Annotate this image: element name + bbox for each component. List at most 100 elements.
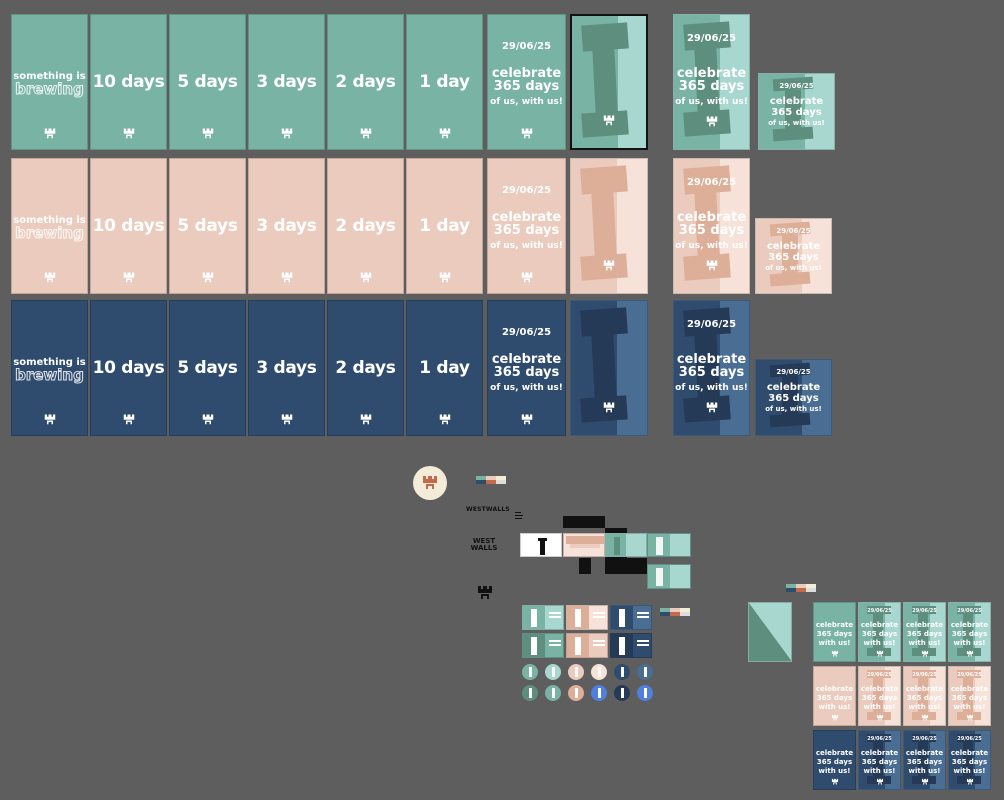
artboard-peach-countdown[interactable]: 3 days bbox=[248, 158, 325, 294]
circle-variant[interactable] bbox=[545, 685, 561, 701]
brewing-line2: brewing bbox=[15, 80, 85, 99]
artboard-teal-countdown[interactable]: 10 days bbox=[90, 14, 167, 150]
banner-thumb[interactable] bbox=[610, 633, 652, 658]
banner-thumb[interactable] bbox=[522, 605, 564, 630]
palette-swatch-mid[interactable] bbox=[660, 608, 690, 619]
palette-swatch-top[interactable] bbox=[476, 476, 506, 487]
artboard-navy-countdown[interactable]: 5 days bbox=[169, 300, 246, 436]
artboard-peach-countdown[interactable]: 1 day bbox=[406, 158, 483, 294]
artboard-peach-countdown[interactable]: 5 days bbox=[169, 158, 246, 294]
banner-peach-pattern[interactable] bbox=[563, 533, 605, 557]
celebrate-line3: with us! bbox=[818, 703, 851, 711]
banner-thumb[interactable] bbox=[566, 605, 608, 630]
artboard-navy-countdown[interactable]: 1 day bbox=[406, 300, 483, 436]
celebrate-line2: 365 days bbox=[861, 758, 898, 766]
celebrate-line2: 365 days bbox=[861, 694, 898, 702]
artboard-peach-big-i[interactable] bbox=[570, 158, 648, 294]
celebrate-line2: 365 days bbox=[816, 694, 853, 702]
celebrate-line2: 365 days bbox=[906, 758, 943, 766]
banner-teal-i-1[interactable] bbox=[605, 533, 647, 557]
circle-variant[interactable] bbox=[522, 664, 538, 680]
celebrate-line1: celebrate bbox=[950, 749, 989, 757]
banner-teal-i-2[interactable] bbox=[647, 533, 691, 557]
artboard-navy-countdown[interactable]: 2 days bbox=[327, 300, 404, 436]
castle-glyph-black[interactable] bbox=[477, 584, 493, 600]
tiny-text-block[interactable] bbox=[515, 512, 525, 522]
artboard-teal-countdown[interactable]: 3 days bbox=[248, 14, 325, 150]
banner-thumb[interactable] bbox=[566, 633, 608, 658]
circle-variant[interactable] bbox=[522, 685, 538, 701]
banner-teal-i-3[interactable] bbox=[647, 564, 691, 589]
artboard-navy-big-i[interactable] bbox=[570, 300, 648, 436]
celebrate-line3: of us, with us! bbox=[490, 241, 563, 251]
artboard-navy-countdown[interactable]: 3 days bbox=[248, 300, 325, 436]
celebrate-line2: 365 days bbox=[861, 630, 898, 638]
mask-shape[interactable] bbox=[563, 516, 605, 528]
artboard-navy-countdown[interactable]: 10 days bbox=[90, 300, 167, 436]
event-date: 29/06/25 bbox=[867, 672, 892, 678]
circle-variant[interactable] bbox=[545, 664, 561, 680]
castle-icon bbox=[43, 127, 57, 139]
wordmark-stack[interactable]: WEST WALLS bbox=[470, 538, 498, 556]
circle-variant[interactable] bbox=[568, 685, 584, 701]
mask-shape[interactable] bbox=[579, 558, 591, 574]
mask-shape[interactable] bbox=[605, 558, 647, 574]
countdown-label: 2 days bbox=[335, 358, 396, 378]
castle-icon bbox=[43, 271, 57, 283]
circle-variant[interactable] bbox=[637, 664, 653, 680]
logo-badge[interactable] bbox=[413, 466, 447, 500]
circle-variant[interactable] bbox=[614, 685, 630, 701]
artboard-teal-big-i[interactable] bbox=[570, 14, 648, 150]
triangle-artboard[interactable] bbox=[748, 602, 792, 662]
celebrate-line3: with us! bbox=[908, 703, 941, 711]
artboard-peach-countdown[interactable]: 10 days bbox=[90, 158, 167, 294]
castle-icon bbox=[438, 127, 452, 139]
castle-icon bbox=[201, 413, 215, 425]
castle-icon bbox=[422, 474, 438, 490]
artboard-teal-countdown[interactable]: 5 days bbox=[169, 14, 246, 150]
castle-icon bbox=[122, 413, 136, 425]
circle-variant[interactable] bbox=[591, 685, 607, 701]
circle-variant[interactable] bbox=[614, 664, 630, 680]
artboard-teal-countdown[interactable]: 1 day bbox=[406, 14, 483, 150]
castle-icon bbox=[201, 127, 215, 139]
event-date: 29/06/25 bbox=[912, 736, 937, 742]
banner-white-i[interactable] bbox=[520, 533, 562, 557]
artboard-peach-countdown[interactable]: 2 days bbox=[327, 158, 404, 294]
banner-thumb[interactable] bbox=[610, 605, 652, 630]
countdown-label: 5 days bbox=[177, 72, 238, 92]
artboard-teal-countdown[interactable]: 2 days bbox=[327, 14, 404, 150]
circle-variant[interactable] bbox=[637, 685, 653, 701]
palette-swatch-right[interactable] bbox=[786, 584, 816, 595]
event-date: 29/06/25 bbox=[686, 319, 737, 330]
castle-icon bbox=[280, 271, 294, 283]
wordmark-line[interactable]: WESTWALLS bbox=[466, 496, 510, 513]
circle-variant[interactable] bbox=[591, 664, 607, 680]
circle-variant[interactable] bbox=[568, 664, 584, 680]
banner-thumb[interactable] bbox=[522, 633, 564, 658]
